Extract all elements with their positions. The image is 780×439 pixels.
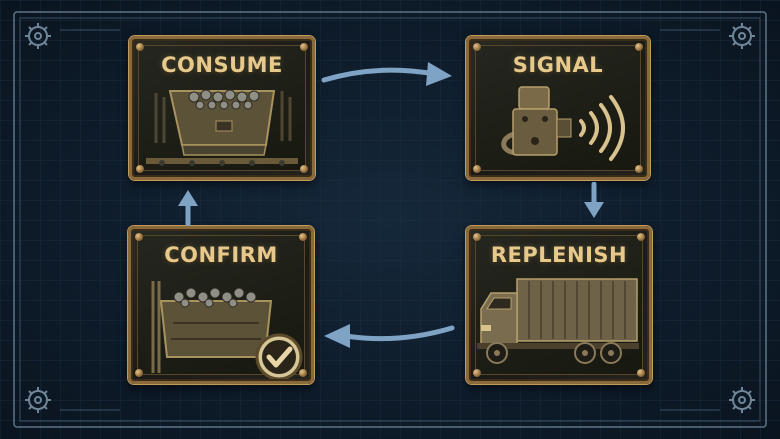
hopper-bin-icon <box>146 89 298 166</box>
gear-icon <box>25 23 51 49</box>
arrow-confirm-to-consume <box>178 190 198 226</box>
arrow-consume-to-signal <box>321 62 452 86</box>
step-label-confirm: CONFIRM <box>164 243 278 267</box>
step-label-replenish: REPLENISH <box>490 243 628 267</box>
step-panel-replenish: REPLENISH <box>466 226 652 384</box>
gear-icon <box>729 23 755 49</box>
step-panel-confirm: CONFIRM <box>128 226 314 384</box>
sensor-signal-icon <box>501 86 625 161</box>
checkmark-bin-icon <box>151 281 303 379</box>
step-panel-signal: SIGNAL <box>466 36 650 180</box>
step-label-signal: SIGNAL <box>512 53 604 77</box>
step-label-consume: CONSUME <box>161 53 283 77</box>
gear-icon <box>729 387 755 413</box>
truck-icon <box>477 278 639 364</box>
step-panel-consume: CONSUME <box>129 36 315 180</box>
gear-icon <box>25 387 51 413</box>
arrow-signal-to-replenish <box>584 182 604 218</box>
arrow-replenish-to-confirm <box>324 324 455 348</box>
